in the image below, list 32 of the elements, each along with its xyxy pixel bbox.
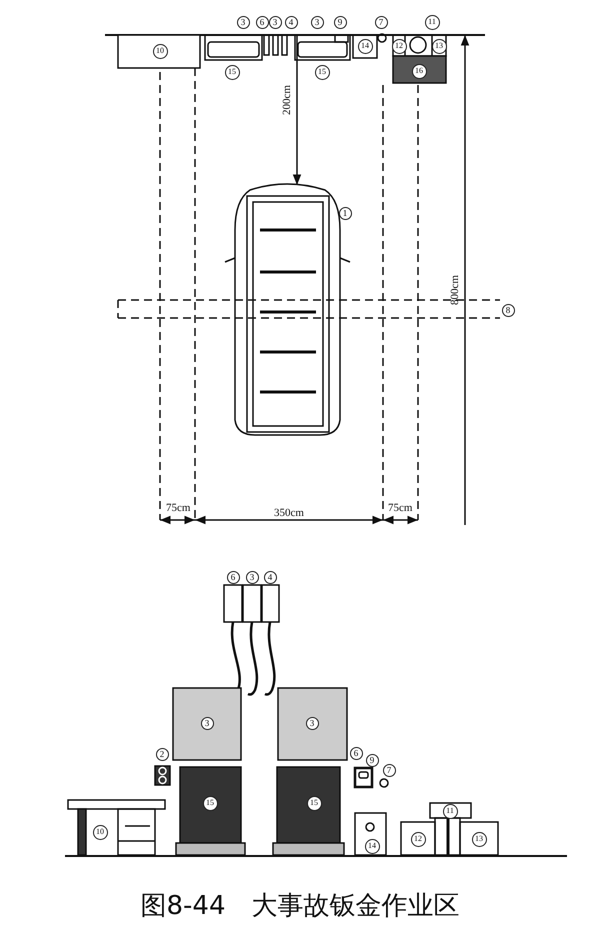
- callout-number: 9: [334, 16, 346, 28]
- caption: 图8-44 大事故钣金作业区: [139, 890, 460, 923]
- callout-number: 14: [364, 838, 380, 854]
- callout-number: 6: [350, 746, 362, 760]
- callout-number: 3: [246, 570, 258, 584]
- callout-number: 4: [264, 570, 276, 584]
- callout-number: 14: [358, 38, 372, 54]
- callout-number: 3: [236, 16, 250, 28]
- callout-number: 1: [338, 206, 352, 220]
- dimension-label: 200cm: [282, 85, 292, 115]
- callout-number: 13: [472, 832, 486, 846]
- dimension-label: 350cm: [274, 508, 304, 518]
- dimension-label: 75cm: [388, 502, 412, 514]
- callout-number: 4: [284, 16, 298, 28]
- dimension-label: 75cm: [166, 502, 190, 514]
- callout-number: 7: [374, 16, 388, 28]
- callout-number: 9: [366, 754, 378, 766]
- callout-number: 3: [268, 16, 282, 28]
- callout-number: 15: [224, 64, 240, 80]
- callout-number: 11: [442, 804, 458, 818]
- callout-number: 8: [502, 304, 514, 316]
- callout-number: 3: [310, 16, 324, 28]
- callout-number: 12: [410, 832, 426, 846]
- callout-number: 11: [424, 14, 440, 30]
- dimension-label: 800cm: [450, 275, 460, 305]
- callout-number: 10: [92, 824, 108, 840]
- callout-number: 15: [314, 64, 330, 80]
- callout-number: 6: [226, 570, 240, 584]
- callout-number: 2: [156, 748, 168, 760]
- callout-number: 12: [392, 38, 406, 54]
- callout-number: 7: [382, 764, 396, 776]
- callout-number: 6: [256, 16, 268, 28]
